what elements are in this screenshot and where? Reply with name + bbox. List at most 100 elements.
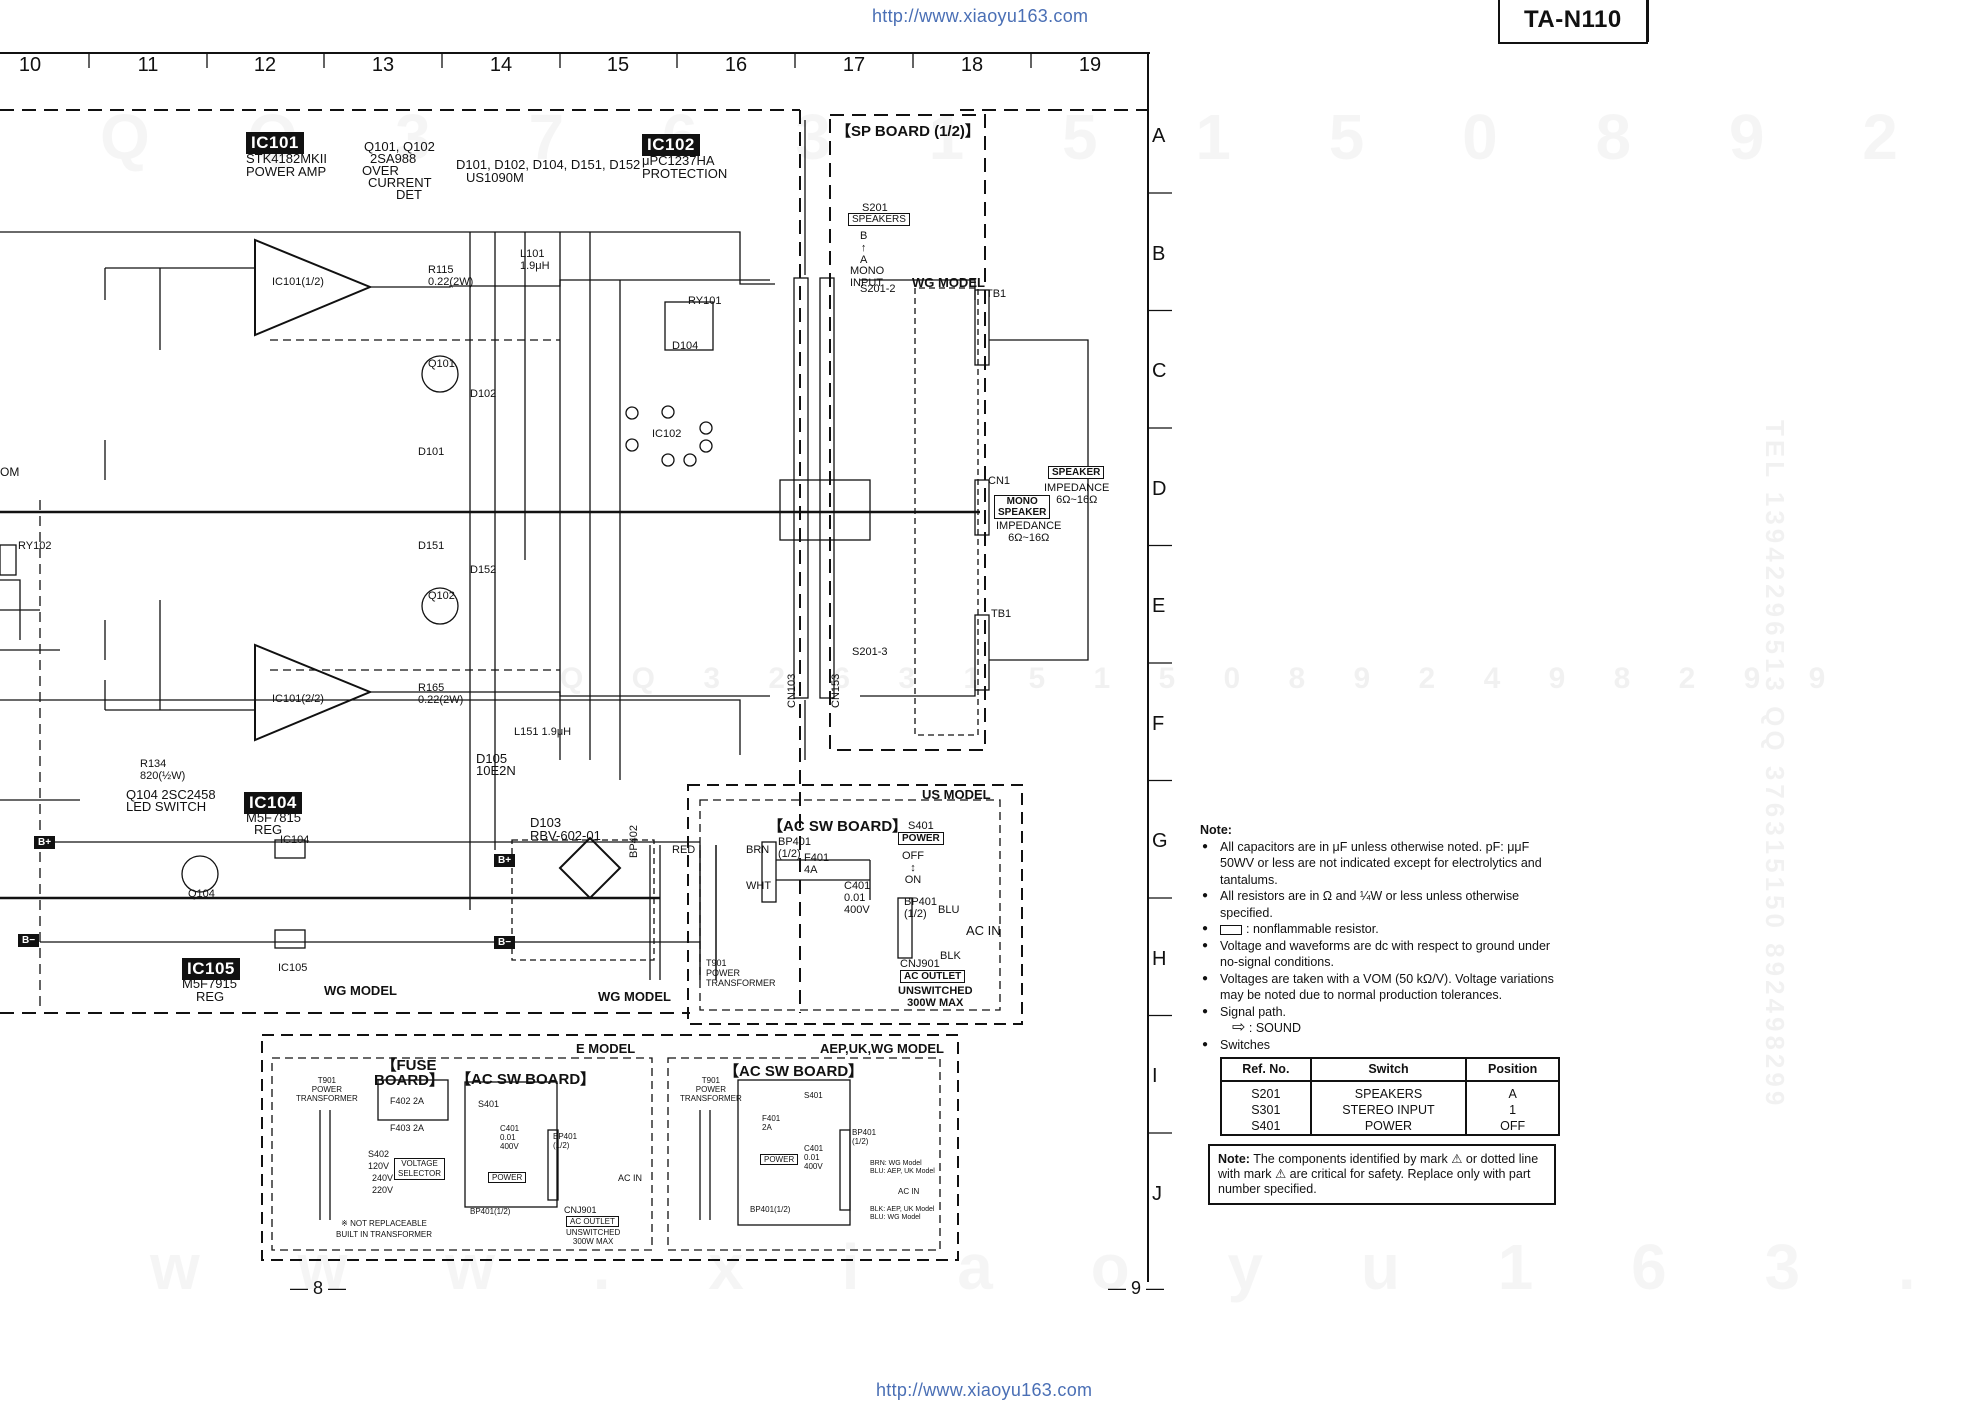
switch-table-header-ref: Ref. No. <box>1220 1057 1312 1082</box>
ry101-label: RY101 <box>688 295 722 307</box>
watermark-mid: Q Q 3 2 6 3 1 5 1 5 0 8 9 2 4 9 8 2 9 9 <box>560 662 1846 695</box>
row-letter: H <box>1152 947 1167 970</box>
s201-3-label: S201-3 <box>852 646 888 658</box>
row-letter: D <box>1152 477 1167 500</box>
switch-table-header: Ref. No. Switch Position <box>1220 1057 1560 1082</box>
e-model-label: E MODEL <box>576 1041 636 1056</box>
note-switches: Switches <box>1200 1037 1562 1054</box>
power-switch-us-box: POWER <box>898 832 944 845</box>
column-number: 15 <box>606 54 630 76</box>
ac-in-us-label: AC IN <box>966 923 1001 938</box>
row-letter: C <box>1152 360 1167 382</box>
column-number: 14 <box>489 54 513 76</box>
v240-label: 240V <box>372 1173 394 1183</box>
safety-note-text: The components identified by mark ⚠ or d… <box>1218 1151 1539 1196</box>
table-cell: 1 <box>1465 1101 1560 1118</box>
ic104-badge: IC104 <box>244 792 302 814</box>
page-number-right: — 9 — <box>1108 1278 1165 1298</box>
d105-part: 10E2N <box>476 763 516 778</box>
notes-title: Note: <box>1200 823 1232 837</box>
speaker-impedance: IMPEDANCE 6Ω~16Ω <box>1044 482 1110 506</box>
not-replaceable-note: ※ NOT REPLACEABLE BUILT IN TRANSFORMER <box>336 1219 433 1239</box>
d152-label: D152 <box>470 564 497 576</box>
mono-speaker-impedance: IMPEDANCE 6Ω~16Ω <box>996 520 1062 544</box>
f403-label: F403 2A <box>390 1123 425 1133</box>
column-number: 18 <box>960 54 984 76</box>
column-number: 19 <box>1078 54 1102 76</box>
q101-label: Q101 <box>428 358 455 370</box>
row-letter: J <box>1152 1182 1162 1205</box>
q101-part: 2SA988 <box>370 151 417 166</box>
cnj901-e-label: CNJ901 <box>564 1205 597 1215</box>
note-vom: Voltages are taken with a VOM (50 kΩ/V).… <box>1200 971 1562 1004</box>
bp401-e-label: BP401 (1/2) <box>553 1132 578 1150</box>
source-url-bottom[interactable]: http://www.xiaoyu163.com <box>876 1380 1093 1400</box>
note-voltage-dc: Voltage and waveforms are dc with respec… <box>1200 938 1562 971</box>
row-letter: B <box>1152 242 1166 265</box>
switch-table-header-switch: Switch <box>1309 1057 1468 1082</box>
q101-desc-3: DET <box>396 187 422 202</box>
f401-us-label: F401 4A <box>804 852 830 876</box>
cn103-label: CN103 <box>786 673 798 708</box>
tb1-bottom-label: TB1 <box>991 608 1012 620</box>
s401-e-label: S401 <box>478 1099 500 1109</box>
f402-label: F402 2A <box>390 1096 425 1106</box>
d103-label: D103 <box>530 815 562 830</box>
table-cell: SPEAKERS <box>1309 1080 1468 1102</box>
f401-aep-label: F401 2A <box>762 1114 781 1132</box>
source-url-top[interactable]: http://www.xiaoyu163.com <box>872 6 1089 26</box>
ic101-badge: IC101 <box>246 132 304 154</box>
ac-sw-board-us-label: 【AC SW BOARD】 <box>768 818 908 835</box>
voltage-selector-box: VOLTAGE SELECTOR <box>394 1158 445 1180</box>
watermark-bottom: w w w . x i a o y u 1 6 3 . c o m <box>150 1230 1984 1304</box>
d101-label: D101 <box>418 446 445 458</box>
speaker-box: SPEAKER <box>1048 466 1105 479</box>
bminus-left: B− <box>18 934 40 947</box>
r165-label: R165 0.22(2W) <box>418 682 464 706</box>
row-letter: F <box>1152 712 1165 735</box>
model-title: TA-N110 <box>1498 0 1648 44</box>
tb1-top-label: TB1 <box>986 288 1007 300</box>
l151-label: L151 1.9μH <box>514 726 572 738</box>
bp401-aep-label: BP401 (1/2) <box>852 1128 877 1146</box>
cn153-label: CN153 <box>830 673 842 708</box>
om-label: OM <box>0 465 20 479</box>
ac-outlet-us-box: AC OUTLET <box>900 970 966 983</box>
ic101-part: STK4182MKII <box>246 151 327 166</box>
d102-label: D102 <box>470 388 497 400</box>
safety-note-label: Note: <box>1218 1151 1250 1166</box>
ac-sw-board-e-label: 【AC SW BOARD】 <box>456 1071 596 1088</box>
l101-label: L101 1.9μH <box>520 248 550 272</box>
ac-in-e-label: AC IN <box>618 1173 643 1183</box>
ic102-desc: PROTECTION <box>642 166 728 181</box>
unswitched-us-label: UNSWITCHED 300W MAX <box>898 985 973 1009</box>
note-resistors: All resistors are in Ω and ¼W or less un… <box>1200 888 1562 921</box>
notes-list-2: Switches <box>1200 1037 1562 1054</box>
column-number: 12 <box>253 54 277 76</box>
aep-model-label: AEP,UK,WG MODEL <box>820 1041 944 1056</box>
column-number: 10 <box>18 54 42 76</box>
ic104-symbol-label: IC104 <box>280 834 310 846</box>
q101-desc-2: CURRENT <box>368 175 432 190</box>
fuse-board-label: 【FUSE BOARD】 <box>374 1057 444 1089</box>
wg-model-sp-label: WG MODEL <box>912 275 985 290</box>
q104-label: Q104 2SC2458 <box>126 787 216 802</box>
ac-in-aep-label: AC IN <box>898 1187 920 1196</box>
ic101-half-a: IC101(1/2) <box>272 276 324 288</box>
q104-desc: LED SWITCH <box>126 799 207 814</box>
switch-b-a: B ↑ A <box>860 230 868 266</box>
ic102-label: IC102 <box>652 428 682 440</box>
brn-note: BRN: WG Model BLU: AEP, UK Model <box>870 1160 935 1175</box>
bminus-bridge: B− <box>494 936 516 949</box>
blk-note: BLK: AEP, UK Model BLU: WG Model <box>870 1206 935 1221</box>
cnj901-us-label: CNJ901 <box>900 958 940 970</box>
note-capacitors: All capacitors are in μF unless otherwis… <box>1200 839 1562 889</box>
table-row: S301 STEREO INPUT 1 <box>1220 1101 1560 1118</box>
blu-us-label: BLU <box>938 904 960 916</box>
row-letter: I <box>1152 1065 1158 1087</box>
notes-list: All capacitors are in μF unless otherwis… <box>1200 839 1562 1021</box>
ic105-symbol-label: IC105 <box>278 962 308 974</box>
ic101-desc: POWER AMP <box>246 164 327 179</box>
v220-label: 220V <box>372 1185 394 1195</box>
